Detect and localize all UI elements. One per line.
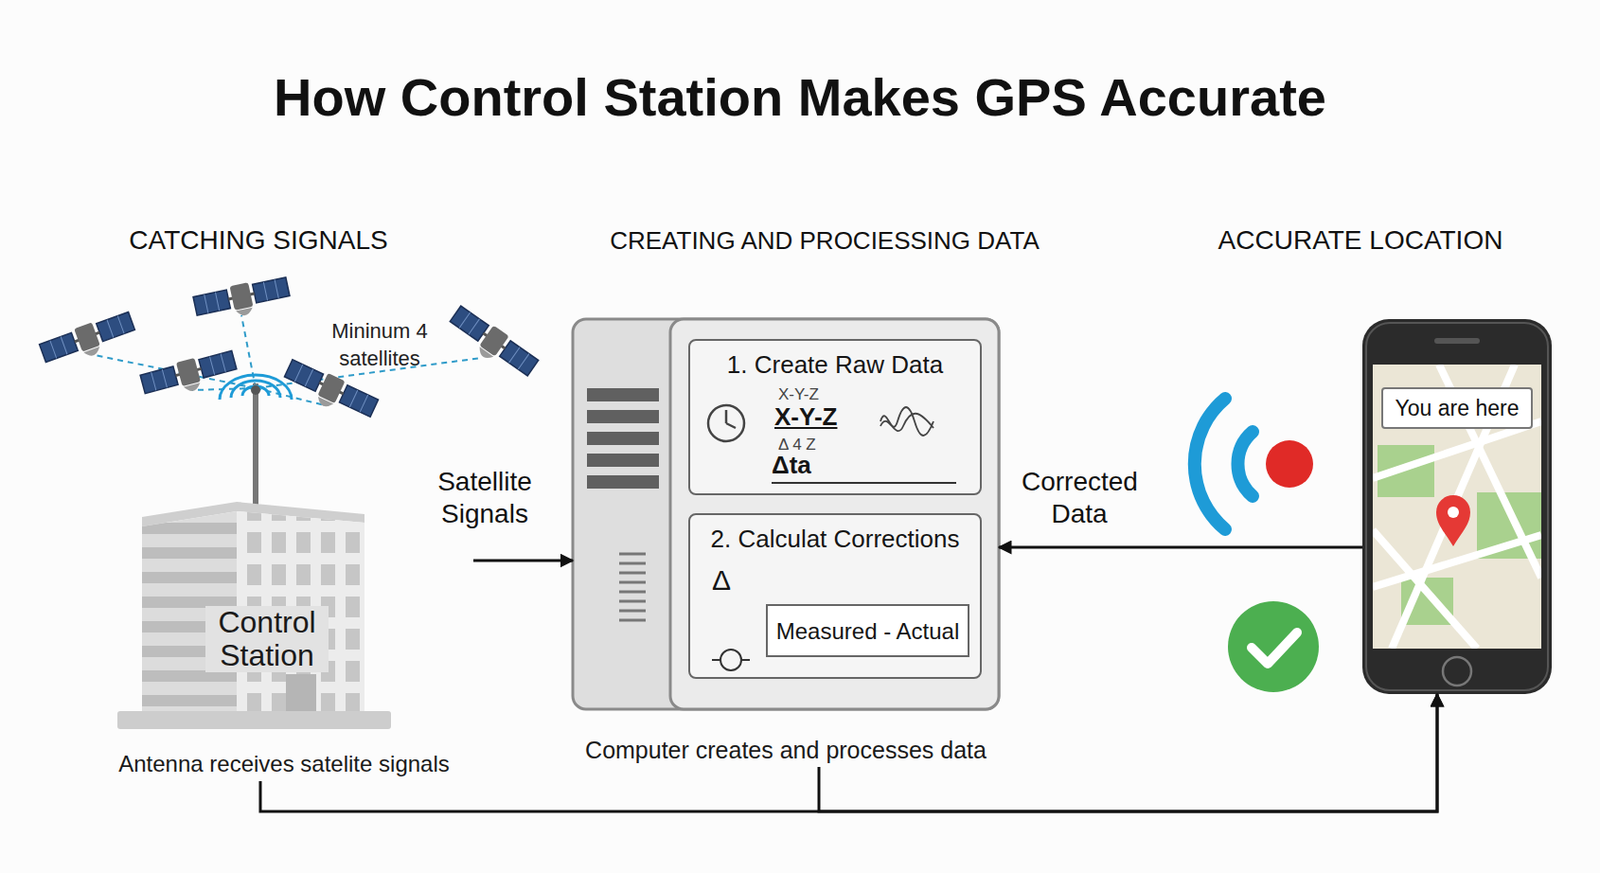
formula-box: Measured - Actual (765, 604, 970, 658)
box-fill (688, 513, 982, 679)
radio-wave (219, 374, 292, 400)
node-label: You are here (1381, 387, 1533, 429)
map-pin (1436, 495, 1471, 547)
check-circle (1227, 601, 1319, 693)
phone-speaker (1434, 337, 1480, 344)
satellite-links (94, 315, 481, 406)
building-base (117, 711, 392, 729)
node-caption: Antenna receives satelite signals (94, 750, 474, 778)
radio-wave (242, 386, 269, 396)
node-label: 1. Create Raw Data (690, 350, 980, 380)
control-station: Control StationAntenna receives satelite… (94, 492, 474, 782)
wifi-arc (1237, 431, 1253, 497)
map-road (1372, 421, 1542, 479)
box-fill (688, 338, 982, 496)
satellite (444, 303, 540, 385)
section-heading: CATCHING SIGNALS (128, 225, 388, 256)
satellite (38, 309, 139, 373)
annotation: X-Y-Z (774, 402, 837, 432)
phone-body (1362, 319, 1552, 694)
building (117, 501, 392, 729)
antenna-tip (250, 385, 261, 395)
node-label: 2. Calculat Corrections (690, 524, 980, 554)
annotation: X-Y-Z (778, 385, 819, 405)
waveform-icon (880, 407, 934, 436)
drive-bay (586, 409, 659, 424)
computer-case (572, 319, 999, 710)
satellite (192, 274, 292, 326)
computer: Computer creates and processes data 1. Cr… (572, 312, 999, 767)
antenna-mast (252, 383, 259, 508)
connector-arrow (473, 559, 573, 563)
home-button (1442, 657, 1472, 686)
annotation: Δta (771, 450, 812, 480)
map-road (1372, 530, 1477, 649)
map-pin-hole (1447, 506, 1459, 518)
symbol-circle (720, 649, 742, 671)
computer-front (670, 319, 999, 710)
building-door (285, 674, 317, 715)
location-dot (1265, 440, 1314, 488)
satellite (139, 348, 239, 404)
drive-bay (586, 431, 659, 445)
process-box: 1. Create Raw Data (688, 338, 982, 496)
antenna (219, 374, 292, 508)
phone (1362, 319, 1552, 694)
satellites (38, 274, 541, 427)
connector-arrow (998, 546, 1363, 550)
drive-bay (586, 388, 659, 402)
wifi-arc (1194, 398, 1226, 530)
node-label: Control Station (205, 605, 329, 673)
phone-bezel (1366, 322, 1548, 691)
node-label: Measured - Actual (767, 618, 968, 645)
title: How Control Station Makes GPS Accurate (273, 66, 1327, 128)
drive-bay (586, 453, 659, 467)
section-heading: CREATING AND PROCIESSING DATA (609, 226, 1040, 256)
annotation: Δ (711, 564, 731, 597)
check-mark (1251, 632, 1298, 664)
annotation: Mininum 4 satellites (323, 318, 436, 373)
radio-wave (231, 380, 281, 398)
wireless-icon (1194, 398, 1253, 530)
edge-label: Satellite Signals (427, 465, 542, 530)
vent (619, 553, 646, 621)
computer (572, 319, 999, 710)
section-heading: ACCURATE LOCATION (1218, 225, 1504, 256)
node-label: Computer creates and processes data (572, 736, 999, 765)
clock-hands (726, 409, 736, 428)
formula-line (771, 481, 957, 484)
clock-icon (708, 405, 745, 442)
edge-label: Corrected Data (1021, 465, 1138, 530)
smartphone: You are here (1362, 319, 1552, 694)
drive-bay (586, 475, 659, 489)
process-box: 2. Calculat CorrectionsMeasured - Actual (688, 513, 982, 679)
